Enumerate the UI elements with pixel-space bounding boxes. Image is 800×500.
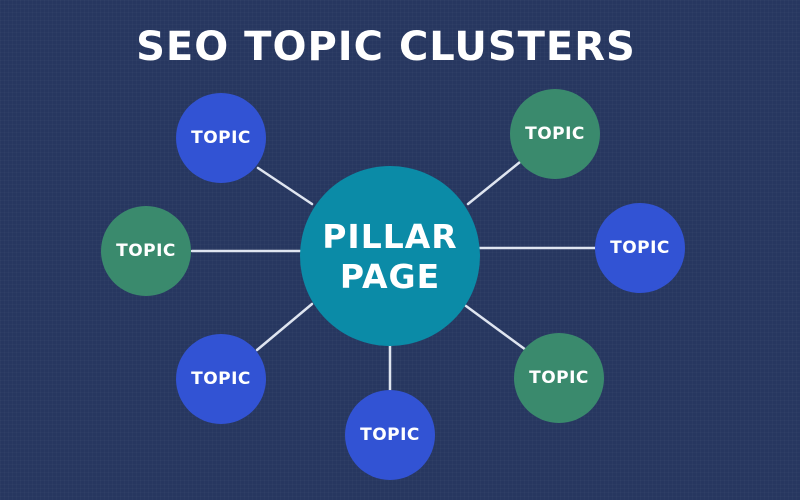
pillar-page-node: PILLAR PAGE [300, 166, 480, 346]
topic-node-top-left: TOPIC [176, 93, 266, 183]
connector-topic-bottom-right [464, 304, 528, 352]
topic-node-mid-right: TOPIC [595, 203, 685, 293]
topic-node-bottom-right: TOPIC [514, 333, 604, 423]
topic-node-bottom-center: TOPIC [345, 390, 435, 480]
topic-node-top-right: TOPIC [510, 89, 600, 179]
connector-topic-bottom-left [255, 302, 314, 352]
topic-node-mid-left: TOPIC [101, 206, 191, 296]
topic-node-bottom-left: TOPIC [176, 334, 266, 424]
connector-topic-top-right [466, 160, 522, 206]
connector-topic-top-left [256, 166, 314, 206]
page-title: SEO TOPIC CLUSTERS [136, 24, 636, 70]
